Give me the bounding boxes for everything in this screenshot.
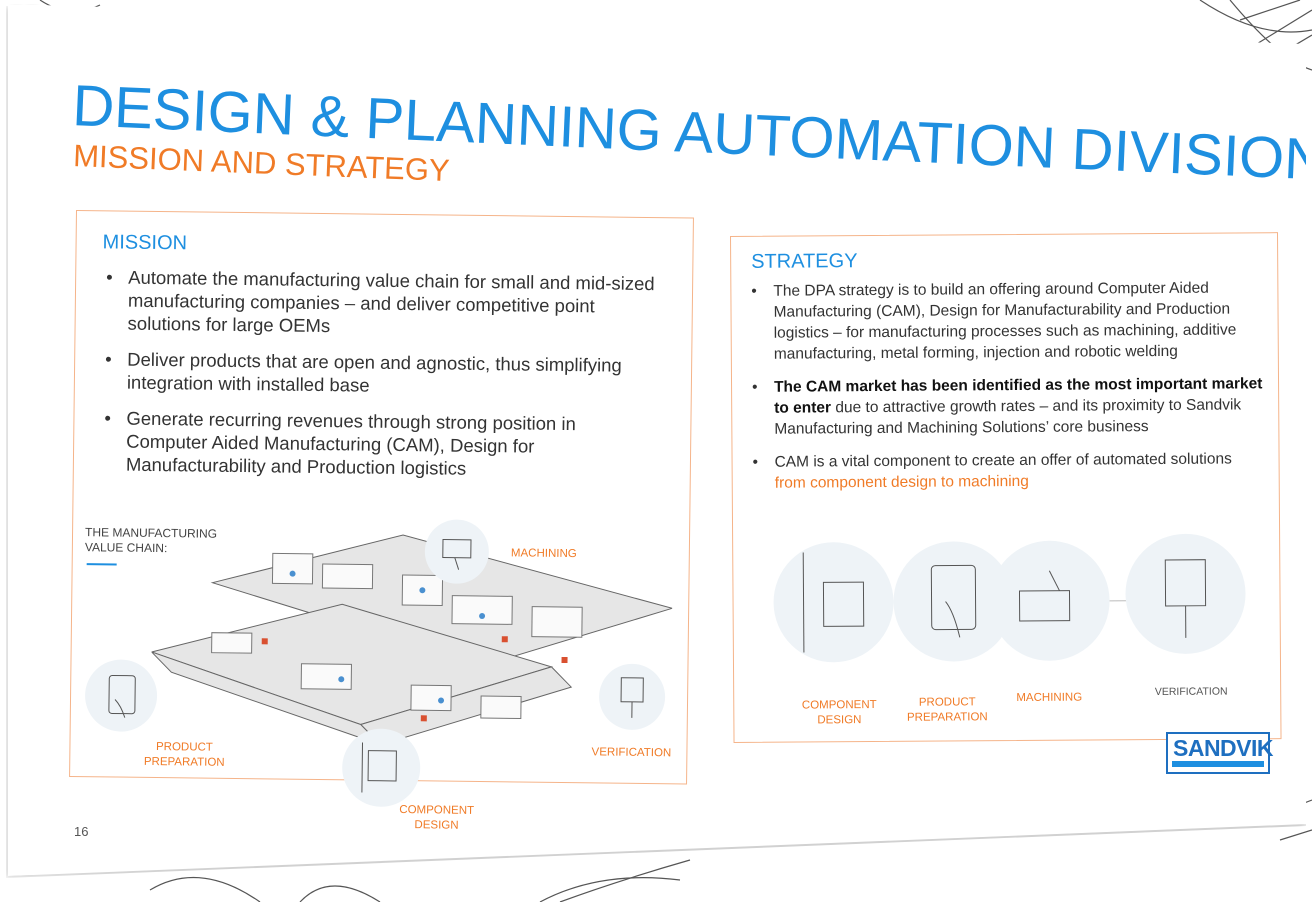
mission-heading: MISSION — [102, 231, 188, 255]
verification-label: VERIFICATION — [1154, 685, 1228, 699]
mission-bullet: Generate recurring revenues through stro… — [98, 406, 659, 482]
spindle-icon — [1164, 559, 1207, 638]
strategy-bullet-highlight: from component design to machining — [774, 472, 1029, 492]
strategy-bullet-rest: due to attractive growth rates – and its… — [774, 396, 1242, 438]
logo-text: SANDVIK — [1173, 735, 1274, 761]
verification-label: VERIFICATION — [591, 746, 672, 760]
machining-circle — [424, 519, 490, 585]
mission-bullet: Automate the manufacturing value chain f… — [99, 265, 660, 341]
component-icon — [802, 552, 865, 653]
product-preparation-circle — [893, 541, 1014, 662]
machining-icon — [1018, 570, 1071, 622]
component-design-label: COMPONENT DESIGN — [399, 803, 475, 832]
component-design-circle — [773, 541, 894, 663]
tablet-icon — [930, 564, 977, 638]
machining-label: MACHINING — [510, 547, 577, 561]
machining-label: MACHINING — [1016, 691, 1083, 705]
spindle-icon — [620, 677, 644, 718]
strategy-bullets: The DPA strategy is to build an offering… — [745, 277, 1267, 506]
strategy-bullet: CAM is a vital component to create an of… — [747, 448, 1267, 494]
tablet-icon — [108, 674, 136, 718]
product-preparation-label: PRODUCT PREPARATION — [906, 696, 988, 724]
page-number: 16 — [74, 824, 89, 839]
logo-bar — [1172, 761, 1264, 767]
strategy-heading: STRATEGY — [751, 250, 858, 273]
sandvik-logo: SANDVIK — [1166, 732, 1274, 774]
component-icon — [361, 742, 397, 793]
strategy-panel: STRATEGY The DPA strategy is to build an… — [730, 232, 1282, 743]
slide: DESIGN & PLANNING AUTOMATION DIVISION MI… — [8, 4, 1306, 876]
strategy-bullet-text: CAM is a vital component to create an of… — [774, 450, 1232, 471]
machining-circle — [989, 540, 1110, 662]
strategy-bullet: The DPA strategy is to build an offering… — [745, 277, 1266, 365]
product-preparation-circle — [84, 659, 158, 733]
mission-bullets: Automate the manufacturing value chain f… — [98, 265, 661, 495]
product-preparation-label: PRODUCT PREPARATION — [143, 741, 225, 769]
mission-panel: MISSION Automate the manufacturing value… — [69, 210, 694, 832]
machining-icon — [442, 539, 472, 570]
mission-bullet: Deliver products that are open and agnos… — [99, 347, 660, 400]
verification-circle — [1125, 533, 1246, 655]
component-design-label: COMPONENT DESIGN — [801, 698, 877, 727]
verification-circle — [598, 663, 666, 731]
strategy-bullet: The CAM market has been identified as th… — [746, 373, 1266, 440]
value-chain-underline — [86, 563, 117, 566]
component-design-circle — [341, 728, 421, 808]
factory-illustration — [150, 534, 674, 746]
